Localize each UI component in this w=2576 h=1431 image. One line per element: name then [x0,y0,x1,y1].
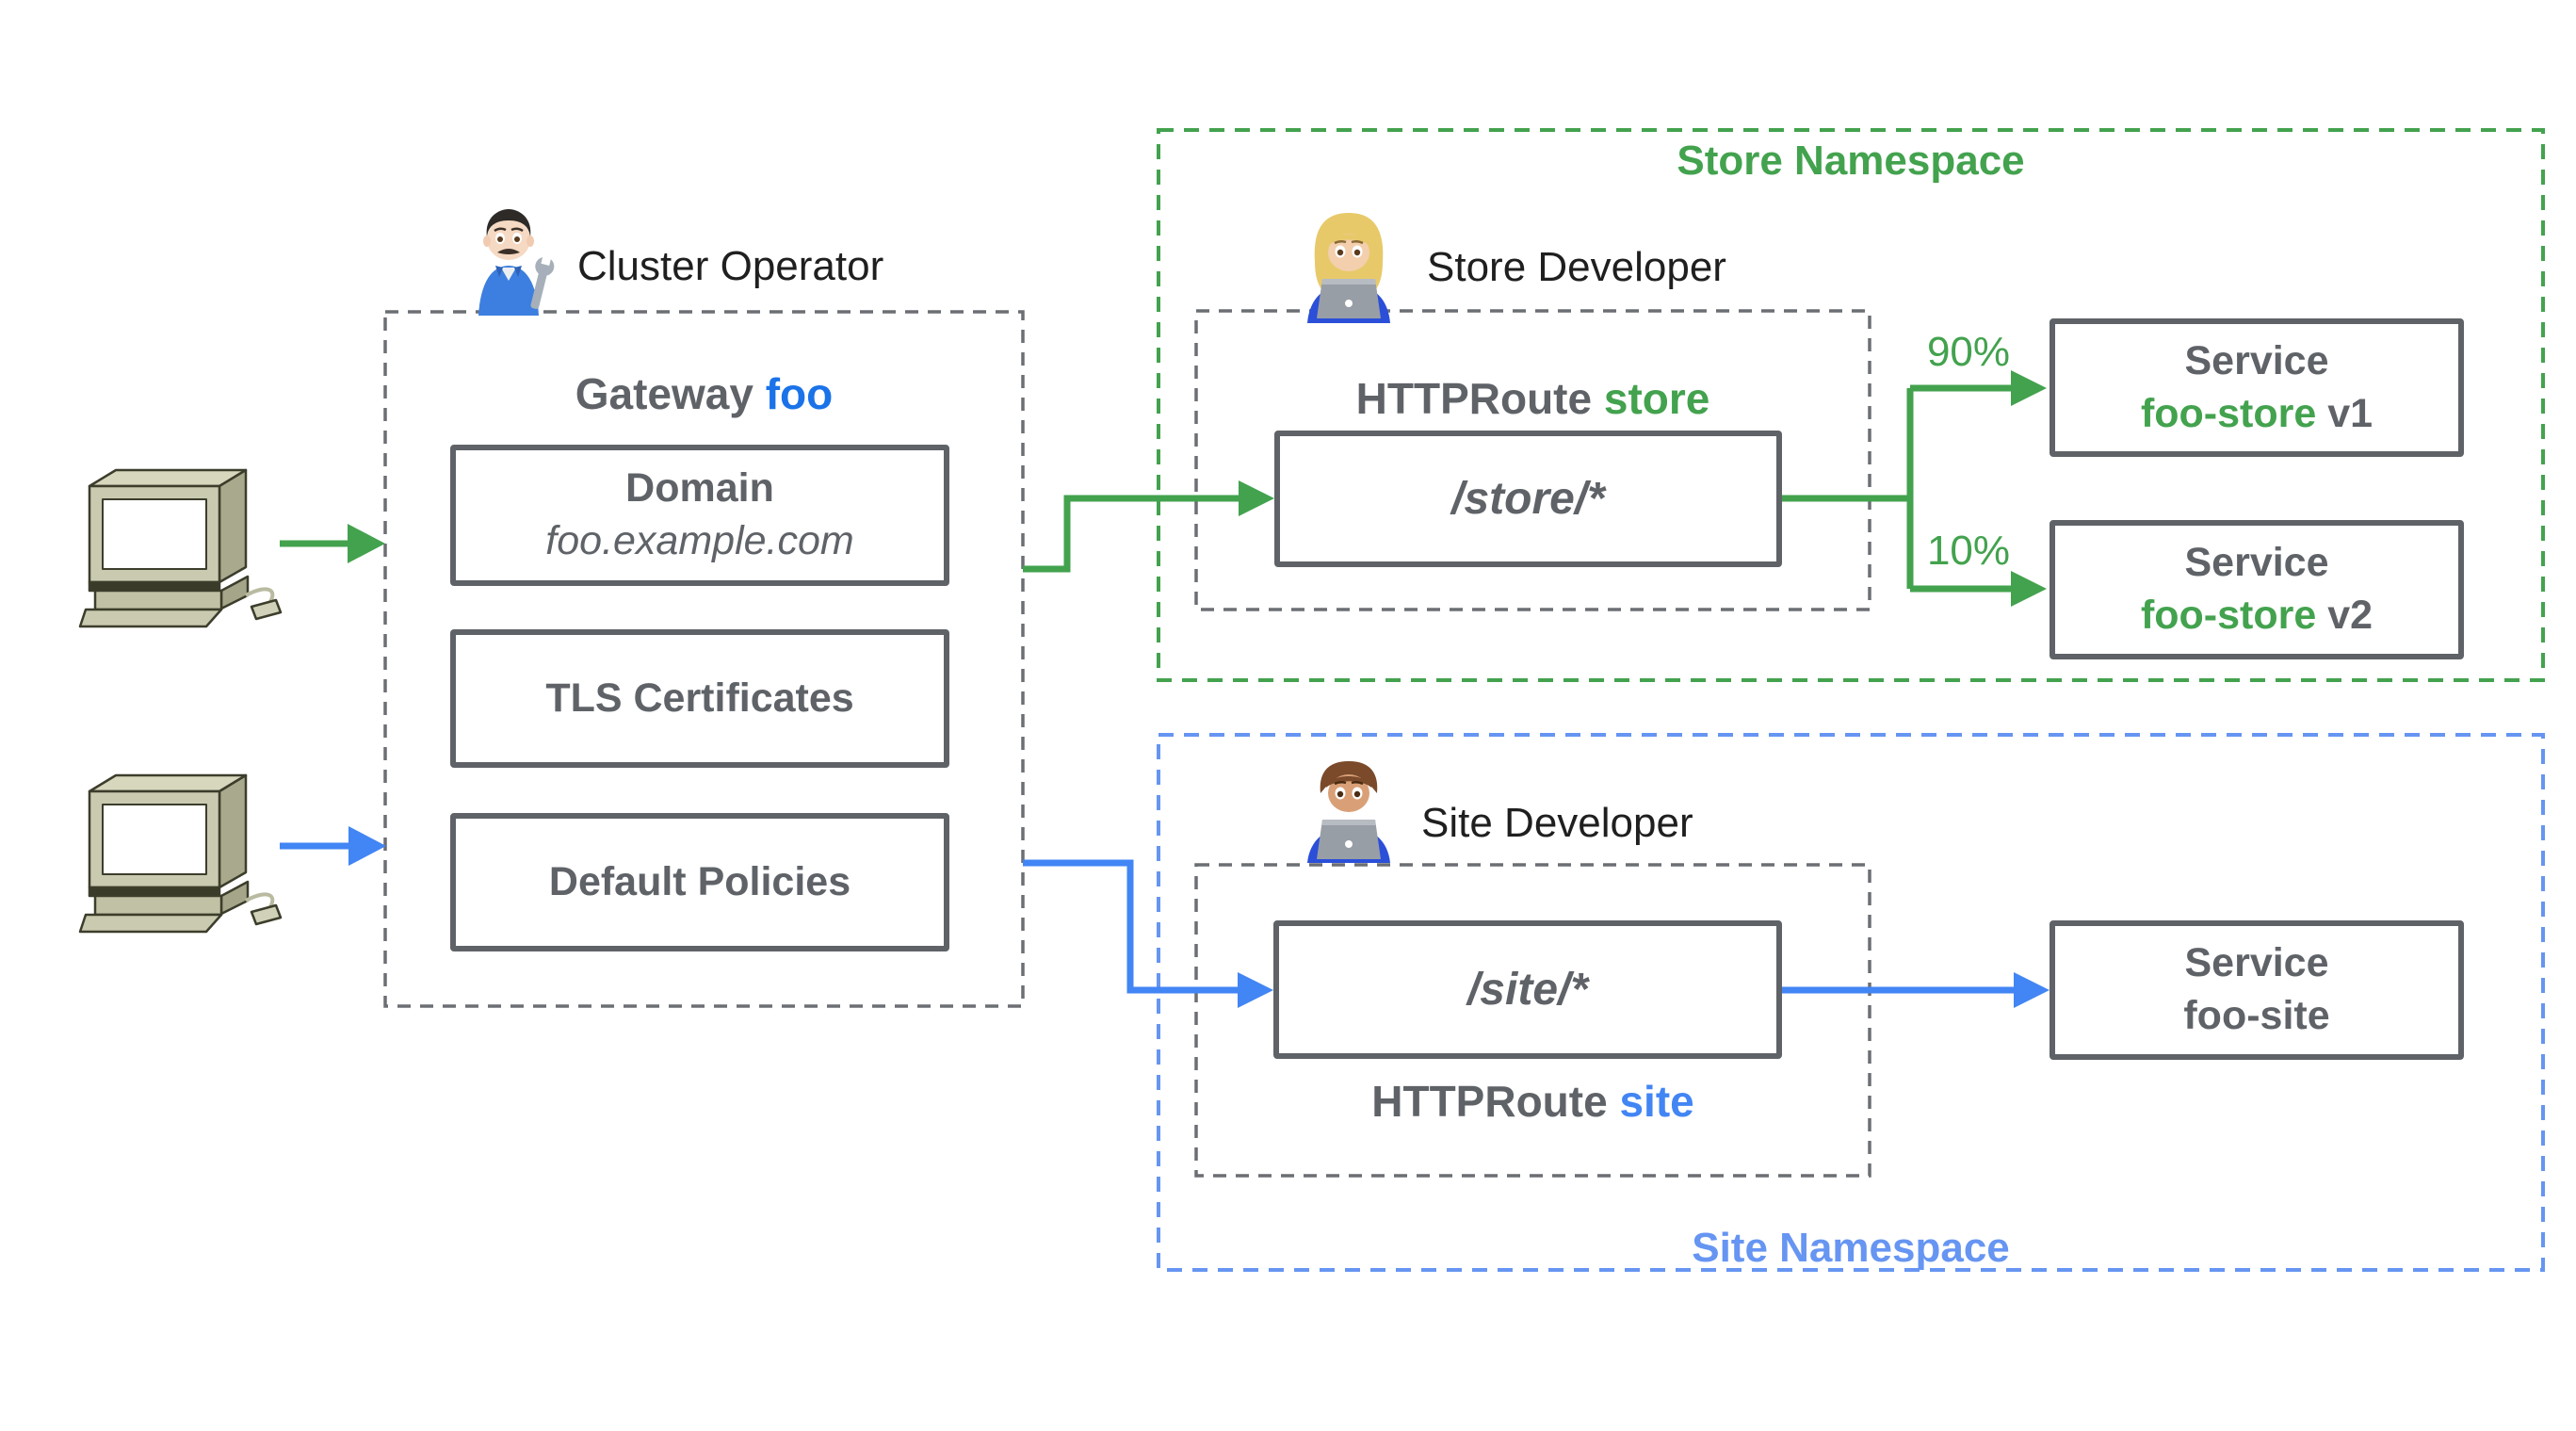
domain-box-subtitle: foo.example.com [545,518,854,563]
httproute-site-title: HTTPRoute site [1196,1076,1870,1127]
httproute-store-dashed-box [1194,309,1871,611]
weight-90-label: 90% [1926,329,2011,375]
blue-arrowheads [348,826,2049,1008]
service-v2-name-line: foo-store v2 [2141,590,2373,642]
service-foo-site-box: Service foo-site [2049,920,2464,1060]
desktop-computer-icon [78,773,283,934]
service-v1-kind: Service [2184,337,2329,383]
site-path-box: /site/* [1273,920,1782,1059]
woman-technologist-emoji [1307,213,1390,323]
tls-certificates-title: TLS Certificates [545,675,854,721]
httproute-store-title: HTTPRoute store [1196,373,1870,424]
store-developer-label: Store Developer [1427,244,1726,290]
store-namespace-dashed-box [1157,128,2545,682]
gateway-title-prefix: Gateway [575,369,766,418]
default-policies-box: Default Policies [450,813,949,951]
service-foo-site-name: foo-site [2183,993,2330,1038]
gateway-dashed-box [383,310,1025,1008]
gateway-title: Gateway foo [385,368,1023,419]
store-namespace-label: Store Namespace [1677,138,2025,184]
desktop-computer-icon [78,468,283,628]
service-v1-version: v1 [2327,390,2373,436]
domain-box-title: Domain [625,465,774,512]
service-v2-version: v2 [2327,593,2373,638]
site-path-text: /site/* [1466,965,1589,1015]
service-v2-name: foo-store [2140,593,2328,638]
store-path-box: /store/* [1274,431,1782,567]
site-namespace-label: Site Namespace [1692,1225,2010,1271]
domain-box: Domain foo.example.com [450,445,949,586]
service-foo-store-v2-box: Service foo-store v2 [2049,520,2464,659]
httproute-site-prefix: HTTPRoute [1371,1077,1620,1126]
green-connectors [280,384,2011,593]
tls-certificates-box: TLS Certificates [450,629,949,768]
weight-10-label: 10% [1926,528,2011,574]
green-arrowheads [348,370,2047,607]
man-mechanic-emoji [478,209,555,316]
site-namespace-dashed-box [1157,733,2545,1272]
httproute-site-dashed-box [1194,863,1871,1178]
site-developer-label: Site Developer [1421,800,1693,846]
service-v1-name-line: foo-store v1 [2141,388,2373,441]
httproute-site-name: site [1619,1077,1694,1126]
httproute-store-prefix: HTTPRoute [1355,374,1604,423]
service-foo-store-v1-box: Service foo-store v1 [2049,318,2464,457]
cluster-operator-label: Cluster Operator [577,243,884,289]
service-v1-name: foo-store [2140,390,2328,436]
blue-connectors [280,842,2014,994]
default-policies-title: Default Policies [548,858,851,904]
service-v2-kind: Service [2184,540,2329,586]
httproute-store-name: store [1603,374,1710,423]
man-technologist-emoji [1307,761,1390,863]
gateway-title-name: foo [765,369,834,418]
store-path-text: /store/* [1451,474,1605,524]
service-foo-site-kind: Service [2184,940,2329,986]
